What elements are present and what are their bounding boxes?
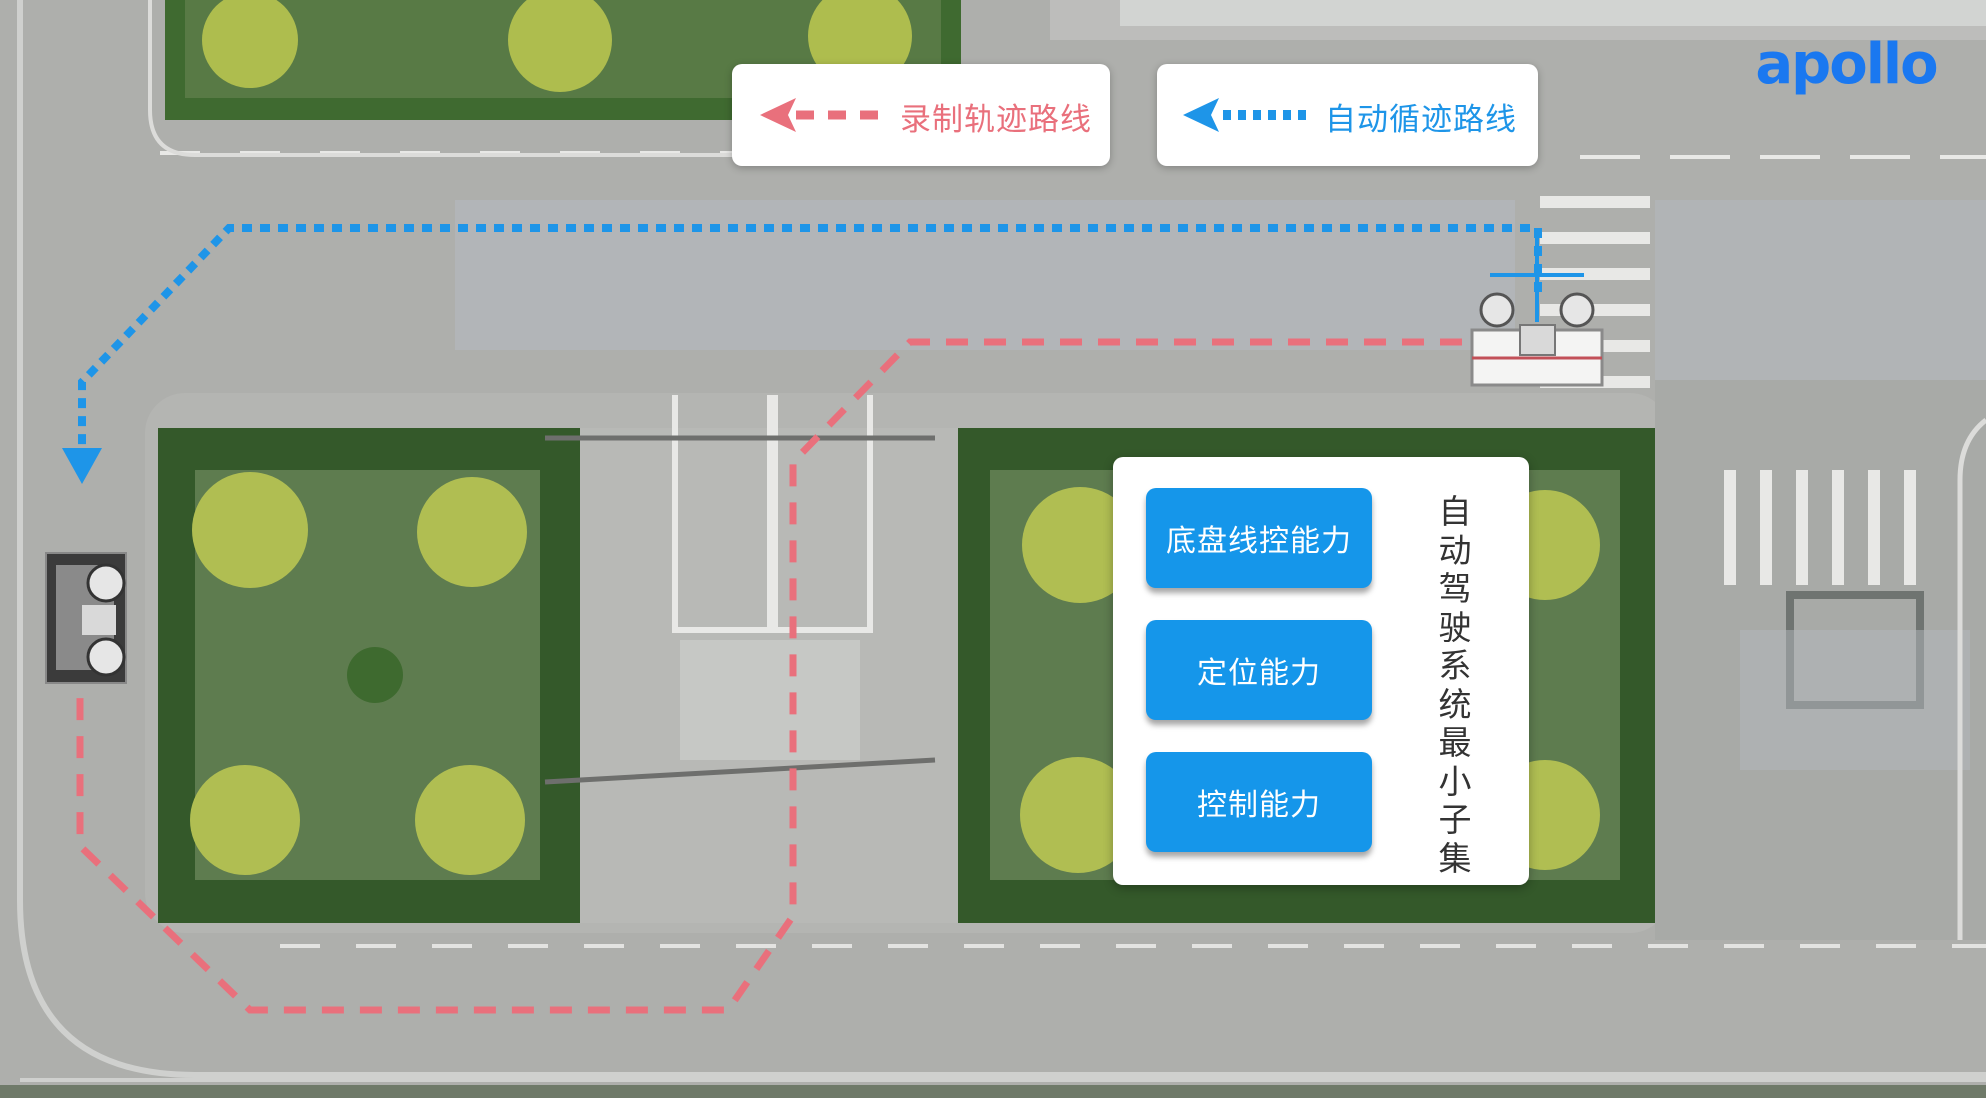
down-arrow-icon (62, 448, 102, 484)
vehicle-icon (1470, 230, 1604, 387)
localization-button[interactable]: 定位能力 (1146, 620, 1372, 720)
apollo-logo: apollo (1755, 32, 1939, 97)
logo-text: apollo (1755, 32, 1937, 97)
left-arrow-icon (760, 98, 796, 132)
left-arrow-icon (1183, 98, 1219, 132)
capabilities-panel: 底盘线控能力 定位能力 控制能力 自动驾驶系统最小子集 (1113, 457, 1529, 885)
vehicle-icon (45, 552, 127, 684)
chassis-by-wire-button[interactable]: 底盘线控能力 (1146, 488, 1372, 588)
legend-recorded-label: 录制轨迹路线 (900, 102, 1092, 138)
legend-auto-follow-path: 自动循迹路线 (1157, 64, 1538, 166)
legend-recorded-path: 录制轨迹路线 (732, 64, 1110, 166)
panel-title: 自动驾驶系统最小子集 (1438, 492, 1472, 878)
recorded-trajectory-line (76, 338, 1462, 1014)
legend-auto-follow-label: 自动循迹路线 (1325, 102, 1517, 138)
control-button[interactable]: 控制能力 (1146, 752, 1372, 852)
